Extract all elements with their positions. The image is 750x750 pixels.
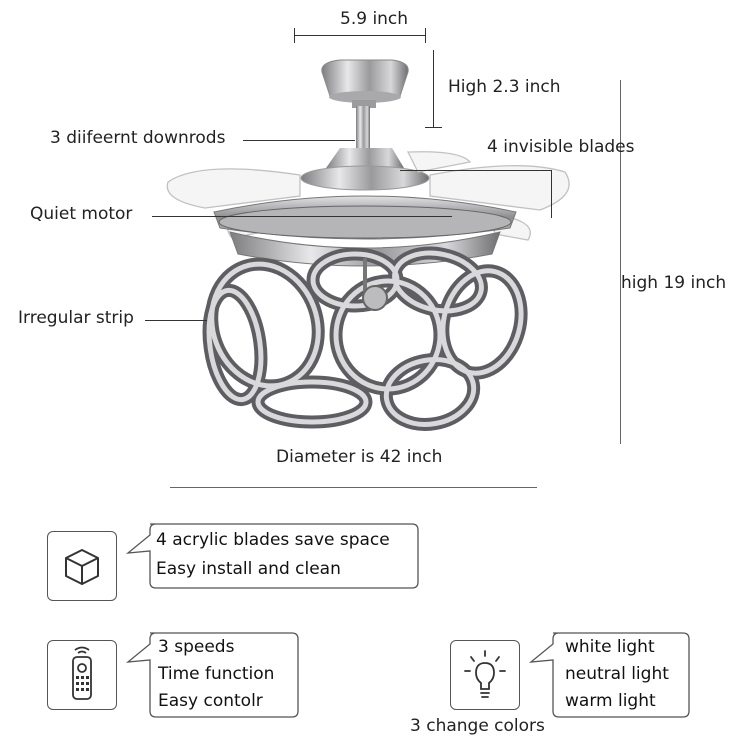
total-height-line [620,80,621,444]
remote-feature-line-2: Time function [158,664,275,684]
canopy-height-tick-bottom [425,127,442,128]
total-height-label: high 19 inch [621,273,727,293]
light-feature-icon-box [450,640,520,710]
cube-icon [65,549,99,585]
remote-feature-icon-box [47,640,117,710]
blades-feature-icon-box [47,531,117,601]
motor-callout-line [152,216,452,217]
remote-feature-line-1: 3 speeds [158,637,235,657]
light-feature-text: white light neutral light warm light [565,634,669,715]
irregular-strips [202,246,528,431]
motor-housing [300,148,430,191]
ceiling-fan-illustration [166,59,570,431]
width-dimension-label: 5.9 inch [340,9,409,29]
light-feature-line-1: white light [565,637,655,657]
strip-callout: Irregular strip [18,308,134,328]
canopy [321,59,409,108]
light-feature-caption: 3 change colors [410,716,545,736]
blades-callout: 4 invisible blades [487,137,635,157]
blades-feature-bubble: 4 acrylic blades save space Easy install… [124,523,420,589]
blades-feature-text: 4 acrylic blades save space Easy install… [156,526,390,584]
downrods-callout-line [243,140,355,141]
remote-feature-text: 3 speeds Time function Easy contolr [158,634,274,715]
width-dimension-tick-right [425,28,426,43]
diameter-line [170,487,537,488]
strip-callout-line [145,320,207,321]
light-feature-line-3: warm light [565,691,656,711]
blades-feature-line-1: 4 acrylic blades save space [156,530,390,550]
downrods-callout: 3 diifeernt downrods [50,128,226,148]
width-dimension-tick-left [294,28,295,43]
remote-control-icon [72,646,92,700]
diameter-label: Diameter is 42 inch [276,447,443,467]
light-feature-bubble: white light neutral light warm light [527,632,691,718]
blades-feature-line-2: Easy install and clean [156,559,341,579]
light-bulb-icon [464,650,506,698]
canopy-height-label: High 2.3 inch [448,77,561,97]
remote-feature-bubble: 3 speeds Time function Easy contolr [124,632,300,718]
downrod [356,106,370,148]
motor-callout: Quiet motor [30,204,133,224]
light-feature-line-2: neutral light [565,664,669,684]
width-dimension-line [294,35,426,36]
blades-callout-line-drop [551,170,552,218]
remote-feature-line-3: Easy contolr [158,691,263,711]
blades-callout-line [400,170,552,171]
canopy-height-line [433,50,434,128]
